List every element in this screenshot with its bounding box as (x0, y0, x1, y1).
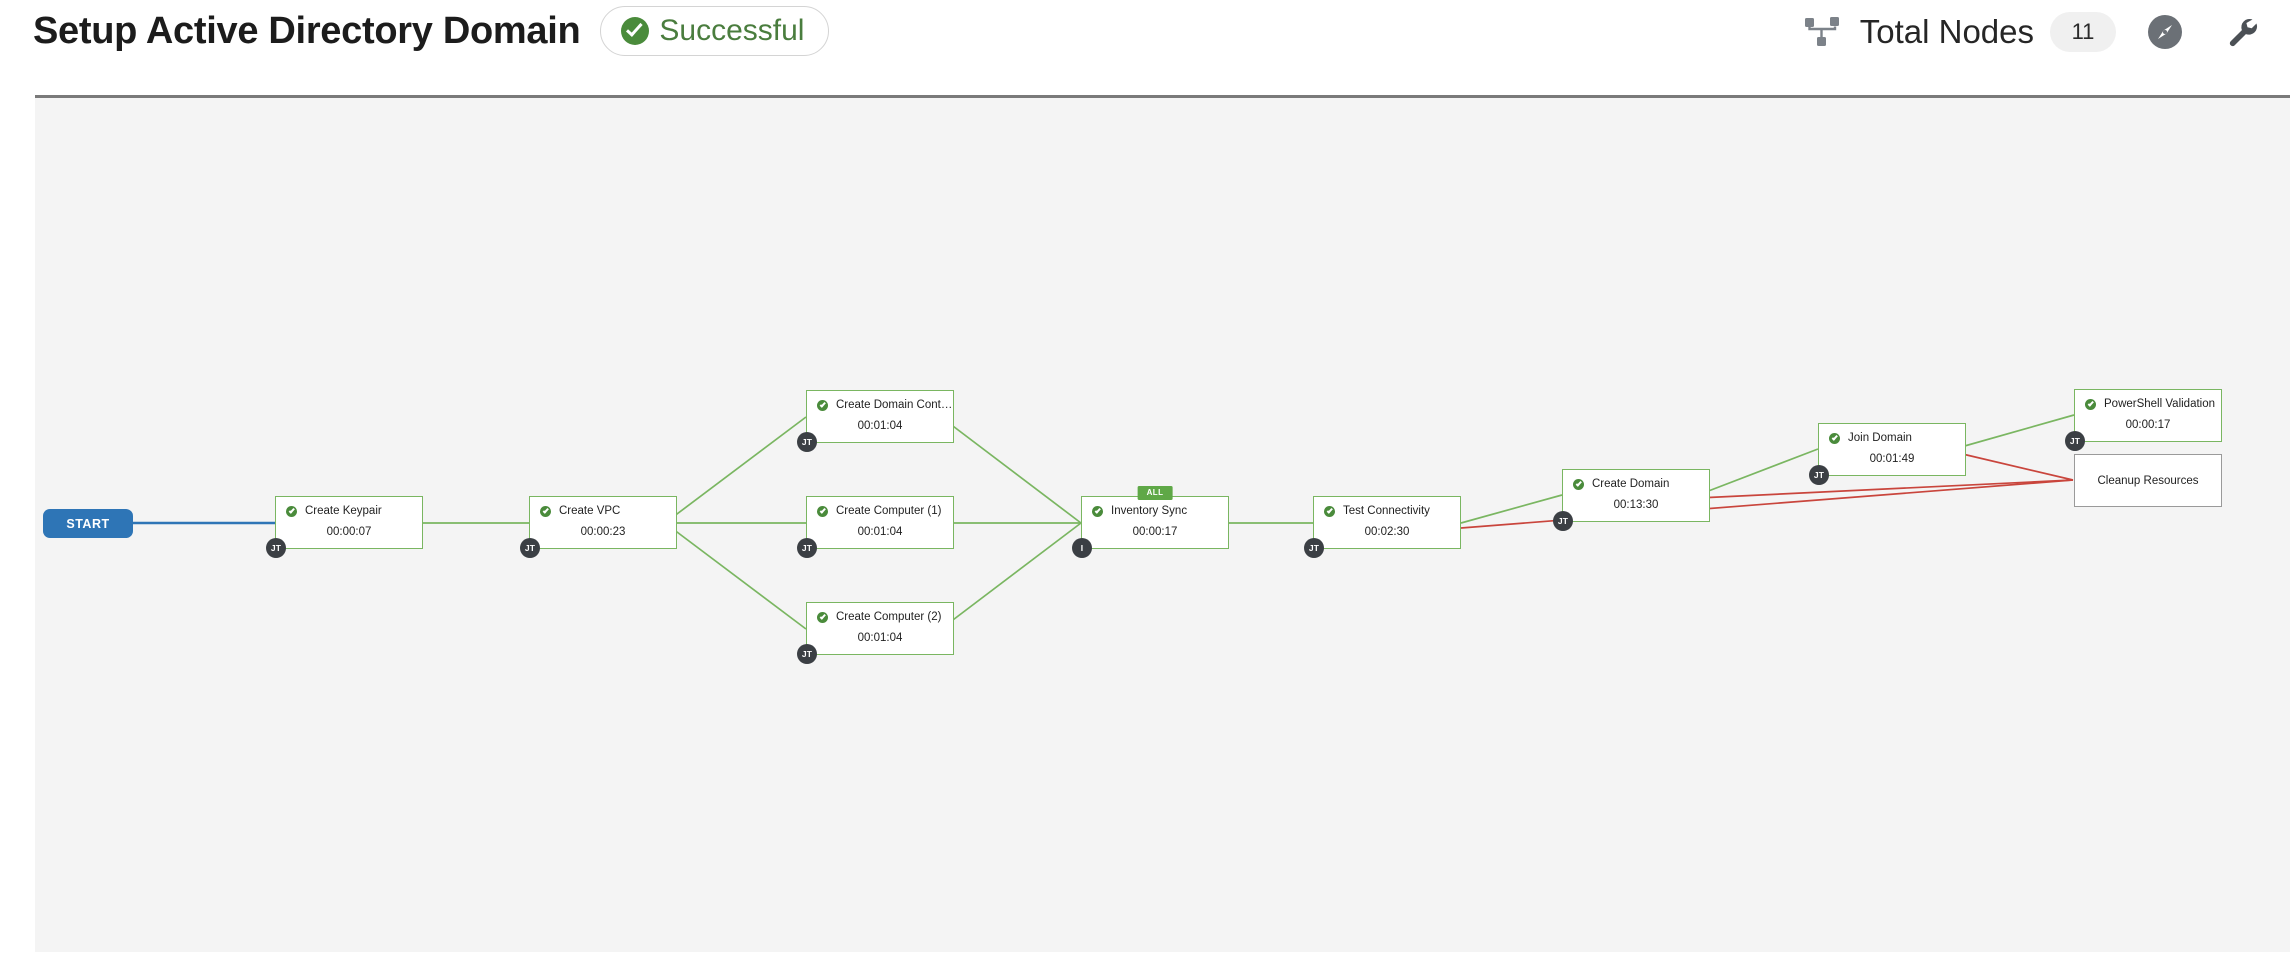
node-create-computer-2[interactable]: Create Computer (2) 00:01:04 JT (797, 602, 954, 664)
node-title-row: Create Domain (1563, 470, 1709, 491)
node-duration: 00:01:04 (857, 632, 903, 644)
node-create-domain-controller[interactable]: Create Domain Contr... 00:01:04 JT (797, 390, 954, 452)
status-badge: Successful (600, 6, 830, 56)
node-top-label-all: ALL (1137, 486, 1173, 500)
node-duration: 00:00:17 (1132, 526, 1178, 538)
node-title: Create VPC (559, 505, 621, 517)
total-nodes-label: Total Nodes (1859, 13, 2034, 50)
node-duration: 00:02:30 (1364, 526, 1410, 538)
node-title-row: Create VPC (530, 497, 676, 518)
node-test-connectivity[interactable]: Test Connectivity 00:02:30 JT (1304, 496, 1461, 558)
sitemap-icon (1804, 15, 1844, 49)
node-duration: 00:01:04 (857, 526, 903, 538)
node-title: Cleanup Resources (2097, 474, 2199, 487)
node-title: Create Keypair (305, 505, 382, 517)
node-title-row: Create Domain Contr... (807, 391, 953, 412)
node-cleanup-resources[interactable]: Cleanup Resources (2074, 454, 2222, 507)
node-badge-jt[interactable]: JT (520, 538, 540, 558)
check-circle-icon (817, 505, 828, 517)
node-create-domain[interactable]: Create Domain 00:13:30 JT (1553, 469, 1710, 531)
wrench-icon[interactable] (2220, 11, 2262, 53)
node-title-row: Create Computer (2) (807, 603, 953, 624)
node-create-computer-1[interactable]: Create Computer (1) 00:01:04 JT (797, 496, 954, 558)
start-node[interactable]: START (43, 509, 133, 538)
node-title: Create Computer (2) (836, 611, 942, 623)
node-title: Create Domain (1592, 478, 1670, 490)
check-circle-icon (1092, 505, 1103, 517)
status-badge-label: Successful (659, 13, 805, 47)
node-title: Inventory Sync (1111, 505, 1188, 517)
node-title-row: Inventory Sync (1082, 497, 1228, 518)
check-circle-icon (540, 505, 551, 517)
node-title-row: PowerShell Validation (2075, 390, 2221, 411)
node-badge-inventory[interactable]: I (1072, 538, 1092, 558)
check-circle-icon (1324, 505, 1335, 517)
check-circle-icon (817, 399, 828, 411)
node-title: Create Domain Contr... (836, 399, 953, 411)
node-title-row: Test Connectivity (1314, 497, 1460, 518)
node-badge-jt[interactable]: JT (1553, 511, 1573, 531)
check-circle-icon (286, 505, 297, 517)
header-left-group: Setup Active Directory Domain Successful (33, 6, 830, 56)
check-circle-icon (817, 611, 828, 623)
page-header: Setup Active Directory Domain Successful… (0, 0, 2290, 95)
node-powershell-validation[interactable]: PowerShell Validation 00:00:17 JT (2065, 389, 2222, 451)
check-circle-icon (621, 16, 650, 45)
total-nodes-count-badge: 11 (2050, 12, 2116, 52)
node-title: Join Domain (1848, 432, 1912, 444)
check-circle-icon (1573, 478, 1584, 490)
node-title: PowerShell Validation (2104, 398, 2216, 410)
node-badge-jt[interactable]: JT (266, 538, 286, 558)
page-title: Setup Active Directory Domain (33, 10, 581, 52)
check-circle-icon (2085, 398, 2096, 410)
node-badge-jt[interactable]: JT (1304, 538, 1324, 558)
workflow-canvas[interactable]: START Create Keypair 00:00:07 JT Create … (35, 95, 2290, 952)
node-badge-jt[interactable]: JT (797, 432, 817, 452)
node-badge-jt[interactable]: JT (1809, 465, 1829, 485)
node-duration: 00:13:30 (1613, 499, 1659, 511)
node-badge-jt[interactable]: JT (797, 644, 817, 664)
compass-icon[interactable] (2144, 11, 2186, 53)
node-join-domain[interactable]: Join Domain 00:01:49 JT (1809, 423, 1966, 485)
node-title-row: Create Computer (1) (807, 497, 953, 518)
node-title: Test Connectivity (1343, 505, 1430, 517)
node-duration: 00:00:07 (326, 526, 372, 538)
node-create-keypair[interactable]: Create Keypair 00:00:07 JT (266, 496, 423, 558)
node-title: Create Computer (1) (836, 505, 942, 517)
node-create-vpc[interactable]: Create VPC 00:00:23 JT (520, 496, 677, 558)
node-inventory-sync[interactable]: ALL Inventory Sync 00:00:17 I (1072, 486, 1229, 558)
header-right-group: Total Nodes 11 (1804, 8, 2262, 56)
node-duration: 00:01:49 (1869, 453, 1915, 465)
node-duration: 00:01:04 (857, 420, 903, 432)
node-badge-jt[interactable]: JT (797, 538, 817, 558)
node-title-row: Join Domain (1819, 424, 1965, 445)
node-duration: 00:00:17 (2125, 419, 2171, 431)
check-circle-icon (1829, 432, 1840, 444)
node-badge-jt[interactable]: JT (2065, 431, 2085, 451)
node-title-row: Create Keypair (276, 497, 422, 518)
node-duration: 00:00:23 (580, 526, 626, 538)
